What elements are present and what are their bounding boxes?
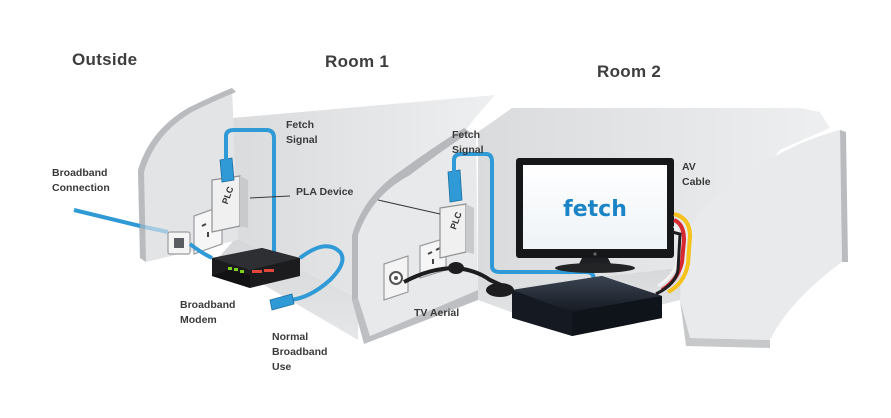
label-broadband-modem: Broadband Modem <box>180 299 236 326</box>
av-cable <box>655 212 693 296</box>
label-normal-broadband-use: Normal Broadband Use <box>272 331 328 373</box>
label-broadband-connection: Broadband Connection <box>52 167 110 194</box>
broadband-connection-cable <box>73 208 141 228</box>
fetch-signal-cable-room1 <box>224 128 276 258</box>
pla-device-pointer-left <box>249 195 291 199</box>
tv: fetch <box>516 158 674 273</box>
label-av-cable: AV Cable <box>682 161 711 188</box>
room2-side-wall <box>680 130 842 340</box>
ethernet-plug-room2 <box>447 169 463 203</box>
normal-broadband-cable <box>289 244 345 302</box>
zone-outside-title: Outside <box>72 50 138 69</box>
room2-side-edge <box>840 130 848 262</box>
label-fetch-signal-room1: Fetch Signal <box>286 119 318 146</box>
ethernet-plug-room1 <box>219 157 235 183</box>
room1-pla-device: PLC <box>211 157 248 233</box>
ethernet-plug-modem <box>269 293 295 311</box>
broadband-modem <box>212 248 300 288</box>
pla-device-pointer-right <box>377 199 441 215</box>
room2-pla-device: PLC <box>439 169 474 259</box>
tv-screen <box>523 165 667 249</box>
zone-room1-title: Room 1 <box>325 52 390 71</box>
fetch-set-top-box <box>486 276 662 336</box>
set-top-box-top <box>512 276 662 312</box>
zone-room2-title: Room 2 <box>597 62 662 81</box>
label-pla-device: PLA Device <box>296 186 354 198</box>
middle-wall-base <box>352 290 478 344</box>
label-tv-aerial: TV Aerial <box>414 307 460 319</box>
tv-fetch-logo: fetch <box>563 197 627 222</box>
label-fetch-signal-room2: Fetch Signal <box>452 129 484 156</box>
